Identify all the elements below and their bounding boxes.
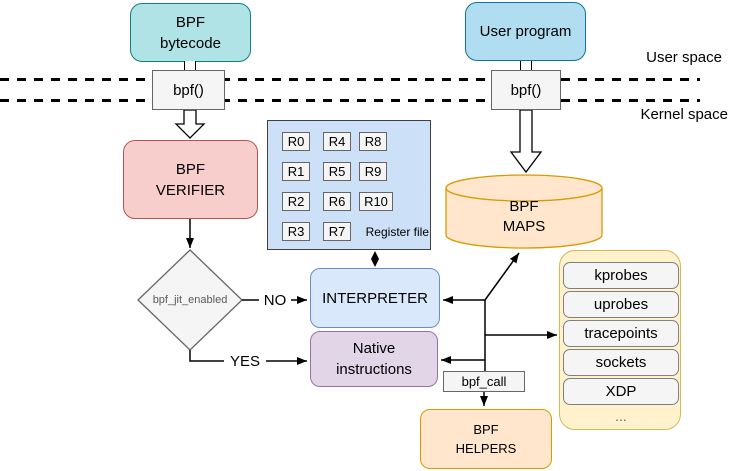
hooks-container: kprobes uprobes tracepoints sockets XDP … bbox=[559, 250, 681, 430]
register-cell: R7 bbox=[323, 222, 351, 241]
junction-to-maps-arrow bbox=[484, 252, 520, 301]
register-cell: R9 bbox=[359, 162, 387, 181]
registers-interpreter-link-up-head bbox=[371, 251, 379, 259]
register-cell: R4 bbox=[323, 132, 351, 151]
hook-item-xdp: XDP bbox=[563, 378, 679, 405]
register-file-box: R0 R1 R2 R3 R4 R5 R6 R7 R8 R9 R10 Regist… bbox=[267, 120, 431, 250]
bpf-syscall-box-right: bpf() bbox=[491, 70, 561, 110]
yes-label: YES bbox=[224, 353, 266, 370]
hook-item-kprobes: kprobes bbox=[563, 262, 679, 289]
user-program-box: User program bbox=[465, 2, 586, 61]
register-file-caption: Register file bbox=[365, 224, 429, 239]
register-cell: R10 bbox=[359, 192, 393, 211]
kernel-space-label: Kernel space bbox=[640, 105, 728, 123]
hook-item-sockets: sockets bbox=[563, 349, 679, 376]
register-cell: R3 bbox=[282, 222, 310, 241]
userprogram-syscall-connector bbox=[520, 61, 532, 70]
no-label: NO bbox=[259, 292, 291, 309]
hooks-more-label: ... bbox=[615, 407, 627, 424]
yes-branch-arrow bbox=[189, 350, 307, 365]
jit-decision-label: bpf_jit_enabled bbox=[152, 293, 228, 306]
register-cell: R1 bbox=[282, 162, 310, 181]
register-cell: R8 bbox=[359, 132, 387, 151]
register-cell: R5 bbox=[323, 162, 351, 181]
bpf-bytecode-box: BPF bytecode bbox=[130, 3, 251, 62]
syscall-to-maps-arrow bbox=[509, 109, 543, 174]
hook-item-tracepoints: tracepoints bbox=[563, 320, 679, 347]
interpreter-box: INTERPRETER bbox=[310, 268, 440, 328]
hook-item-uprobes: uprobes bbox=[563, 291, 679, 318]
syscall-to-verifier-arrow bbox=[174, 109, 206, 139]
bpf-helpers-box: BPF HELPERS bbox=[420, 409, 552, 469]
bytecode-syscall-connector bbox=[184, 61, 196, 70]
register-cell: R6 bbox=[323, 192, 351, 211]
bpf-maps-cylinder-body bbox=[445, 188, 603, 249]
user-space-label: User space bbox=[646, 48, 722, 66]
register-cell: R2 bbox=[282, 192, 310, 211]
bpf-maps-cylinder-top bbox=[445, 174, 603, 202]
native-instructions-box: Native instructions bbox=[310, 331, 438, 387]
bpf-maps-label: BPF MAPS bbox=[502, 198, 546, 235]
bpf-call-box: bpf_call bbox=[443, 371, 525, 392]
bpf-syscall-box-left: bpf() bbox=[152, 70, 225, 110]
registers-interpreter-link-down-head bbox=[371, 259, 379, 267]
register-cell: R0 bbox=[282, 132, 310, 151]
bpf-verifier-box: BPF VERIFIER bbox=[123, 140, 258, 219]
